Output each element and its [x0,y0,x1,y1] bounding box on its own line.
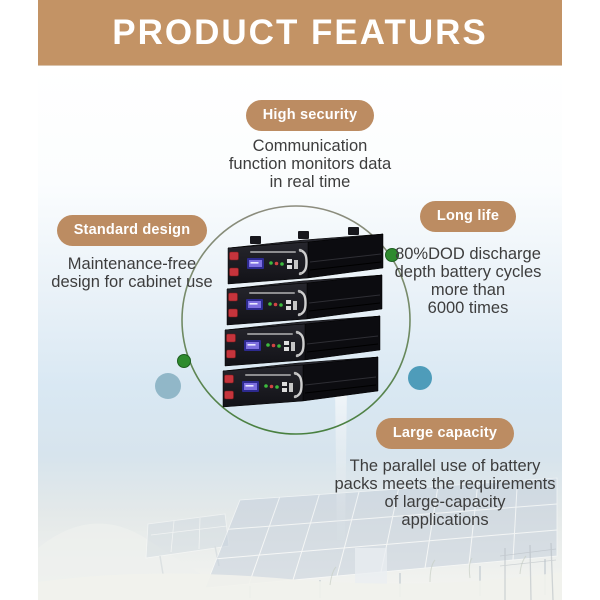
feature-pill-large-capacity: Large capacity [375,418,515,449]
battery-lid-foot [298,231,309,239]
page-title: PRODUCT FEATURS [112,12,488,52]
feature-long-life: Long life 80%DOD discharge depth battery… [363,201,573,317]
feature-pill-high-security: High security [245,100,375,131]
feature-desc-line: applications [401,510,489,529]
feature-desc-line: of large-capacity [384,492,506,511]
connector-dot-green-left [177,354,191,368]
ground-grass [38,572,562,600]
feature-desc-long-life: 80%DOD discharge depth battery cycles mo… [363,245,573,317]
header-banner: PRODUCT FEATURS [38,0,562,66]
feature-high-security: High security Communication function mon… [175,100,445,191]
grass-blades [329,555,527,586]
fence-posts [499,542,557,600]
battery-lid-foot [250,236,261,244]
feature-desc-large-capacity: The parallel use of battery packs meets … [320,457,570,529]
equipment-box [355,548,387,584]
feature-desc-line: more than [430,280,506,299]
battery-stack [221,227,385,409]
feature-desc-line: packs meets the requirements [334,474,556,493]
feature-desc-line: function monitors data [228,154,392,173]
feature-large-capacity: Large capacity The parallel use of batte… [320,418,570,529]
feature-desc-line: in real time [269,172,351,191]
feature-desc-line: depth battery cycles [394,262,542,281]
accent-dot-teal-right [408,366,432,390]
connector-circle [181,205,411,435]
feature-desc-line: design for cabinet use [51,272,213,291]
feature-desc-line: Maintenance-free [67,254,197,273]
feature-desc-standard-design: Maintenance-free design for cabinet use [27,255,237,291]
feature-pill-long-life: Long life [419,201,517,232]
feature-desc-line: 6000 times [427,298,509,317]
feature-desc-line: 80%DOD discharge [395,244,541,263]
feature-desc-line: Communication [252,136,368,155]
accent-dot-teal-left [155,373,181,399]
battery-lid-foot [348,227,359,235]
feature-desc-line: The parallel use of battery [349,456,541,475]
connector-dot-green-right [385,248,399,262]
feature-desc-high-security: Communication function monitors data in … [175,137,445,191]
feature-pill-standard-design: Standard design [56,215,208,246]
feature-standard-design: Standard design Maintenance-free design … [27,215,237,291]
